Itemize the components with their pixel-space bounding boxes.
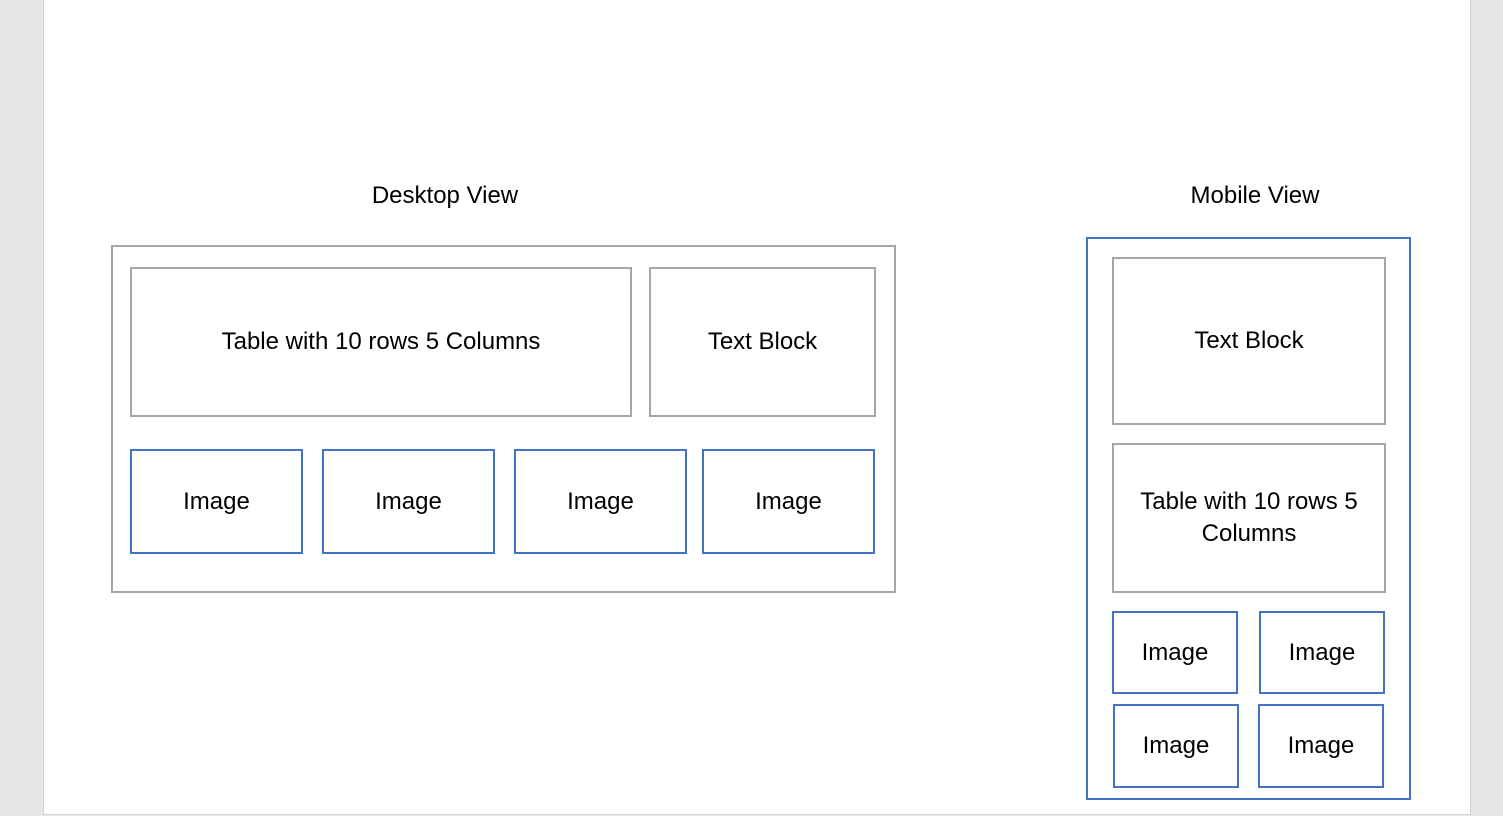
desktop-table-label: Table with 10 rows 5 Columns	[221, 328, 541, 355]
desktop-view-frame	[111, 245, 896, 593]
mobile-table-label: Table with 10 rows 5 Columns	[1140, 488, 1358, 547]
desktop-image-block: Image	[130, 449, 303, 554]
mobile-image-block: Image	[1258, 704, 1384, 788]
mobile-view-title: Mobile View	[1190, 182, 1320, 209]
desktop-image-label: Image	[567, 487, 634, 515]
mobile-image-label: Image	[1141, 638, 1209, 666]
mobile-table-block: Table with 10 rows 5 Columns	[1112, 443, 1386, 593]
desktop-image-block: Image	[322, 449, 495, 554]
desktop-text-block: Text Block	[649, 267, 876, 417]
desktop-image-label: Image	[375, 487, 442, 515]
mobile-image-label: Image	[1142, 732, 1210, 759]
desktop-text-block-label: Text Block	[707, 328, 818, 355]
mobile-image-block: Image	[1112, 611, 1238, 694]
mobile-image-block: Image	[1259, 611, 1385, 694]
mobile-text-block: Text Block	[1112, 257, 1386, 425]
desktop-table-block: Table with 10 rows 5 Columns	[130, 267, 632, 417]
mobile-text-block-label: Text Block	[1194, 327, 1304, 354]
mobile-view-frame	[1086, 237, 1411, 800]
mobile-image-label: Image	[1288, 638, 1356, 666]
mobile-image-block: Image	[1113, 704, 1239, 788]
desktop-image-label: Image	[755, 487, 822, 515]
desktop-image-block: Image	[702, 449, 875, 554]
desktop-image-block: Image	[514, 449, 687, 554]
desktop-image-label: Image	[183, 487, 250, 515]
mobile-image-label: Image	[1287, 732, 1355, 759]
document-page	[43, 0, 1471, 815]
desktop-view-title: Desktop View	[371, 182, 519, 209]
